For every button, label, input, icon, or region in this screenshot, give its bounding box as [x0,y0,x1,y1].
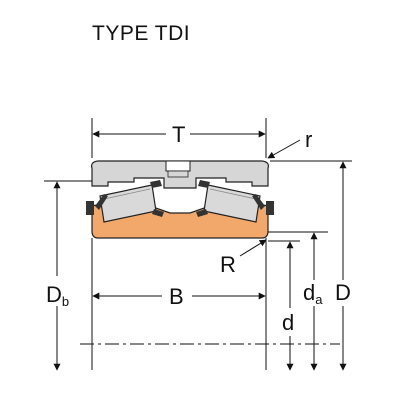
diagram-title: TYPE TDI [92,22,191,45]
label-B: B [169,284,184,309]
cage-right [252,194,265,210]
label-da: da [303,280,323,307]
label-R: R [220,252,236,277]
lube-hole [165,160,191,172]
label-d: d [282,310,294,335]
roller-right [203,184,261,223]
label-D: D [335,280,351,305]
cage-left [95,194,108,210]
label-T: T [172,122,185,147]
leader-R [239,239,267,257]
extension-lines [44,118,352,370]
label-Db: Db [46,282,69,309]
leader-r [267,139,301,159]
label-r: r [305,127,312,152]
